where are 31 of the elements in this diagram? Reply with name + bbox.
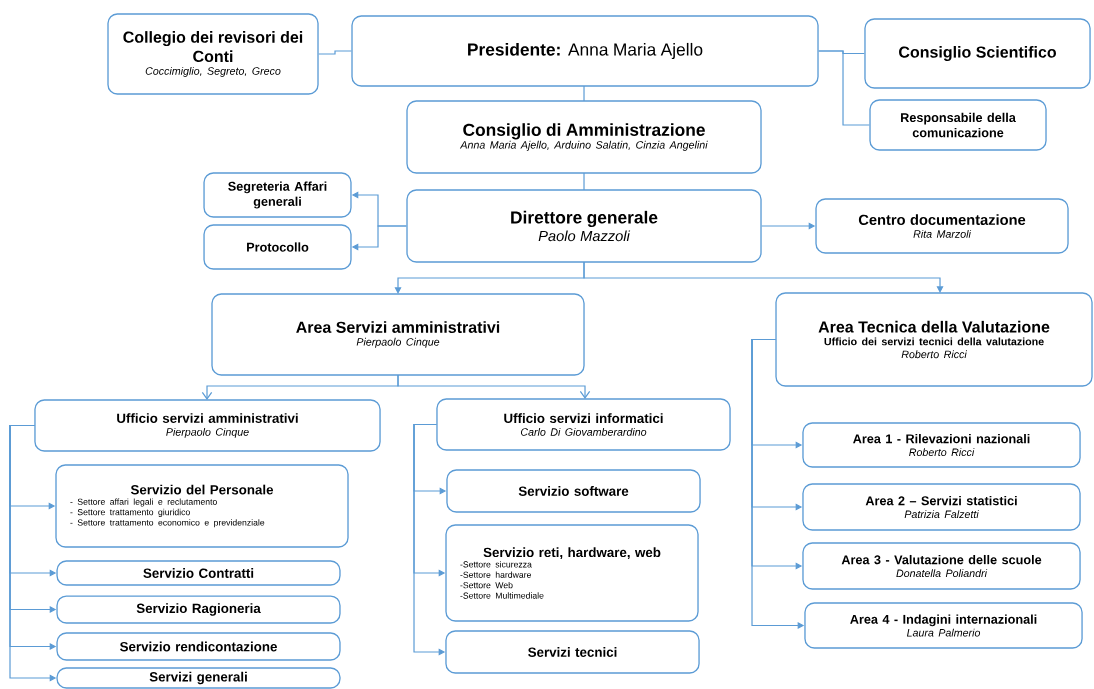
org-box: Servizio software	[446, 469, 701, 513]
org-box: Centro documentazione Rita Marzoli	[815, 198, 1069, 254]
org-box: Servizio del Personale - Settore affari legali e reclutamento - Settore trattamento giuridico - Settore trattamento economico e previdenziale	[55, 464, 349, 548]
org-box: Ufficio servizi amministrativi Pierpaolo Cinque	[34, 399, 381, 452]
connector	[318, 50, 352, 55]
org-box: Servizi generali	[56, 667, 341, 689]
org-box: Area 3 - Valutazione delle scuole Donatella Poliandri	[802, 542, 1081, 590]
org-box: Segreteria Affari generali	[203, 172, 352, 218]
org-box: Area 4 - Indagini internazionali Laura Palmerio	[804, 602, 1083, 649]
connector	[397, 374, 591, 399]
org-box: Ufficio servizi informatici Carlo Di Giovamberardino	[436, 398, 731, 451]
connector	[583, 172, 585, 191]
org-box: Consiglio Scientifico	[864, 18, 1091, 89]
org-box: Servizi tecnici	[445, 630, 700, 674]
org-box: Servizio rendicontazione	[56, 632, 341, 661]
connector	[818, 50, 870, 126]
org-box: Collegio dei revisori dei Conti Coccimiglio, Segreto, Greco	[107, 13, 319, 95]
connector	[583, 261, 944, 293]
org-box: Presidente: Anna Maria Ajello	[351, 15, 819, 87]
org-box: Servizio Ragioneria	[56, 595, 341, 624]
org-box: Area Tecnica della Valutazione Ufficio dei servizi tecnici della valutazione Roberto Ricci	[775, 292, 1093, 387]
org-box: Responsabile della comunicazione	[869, 99, 1047, 151]
connector	[583, 85, 585, 102]
org-box: Area Servizi amministrativi Pierpaolo Cinque	[211, 293, 585, 376]
org-box: Area 2 – Servizi statistici Patrizia Falzetti	[802, 483, 1081, 531]
org-box: Area 1 - Rilevazioni nazionali Roberto Ricci	[802, 422, 1081, 468]
org-box: Servizio Contratti	[56, 560, 341, 586]
org-box: Direttore generale Paolo Mazzoli	[406, 189, 762, 263]
org-box: Protocollo	[203, 224, 352, 270]
org-box: Servizio reti, hardware, web -Settore sicurezza -Settore hardware -Settore Web -Settore Multimediale	[445, 524, 699, 622]
org-box: Consiglio di Amministrazione Anna Maria Ajello, Arduino Salatin, Cinzia Angelini	[406, 100, 762, 174]
